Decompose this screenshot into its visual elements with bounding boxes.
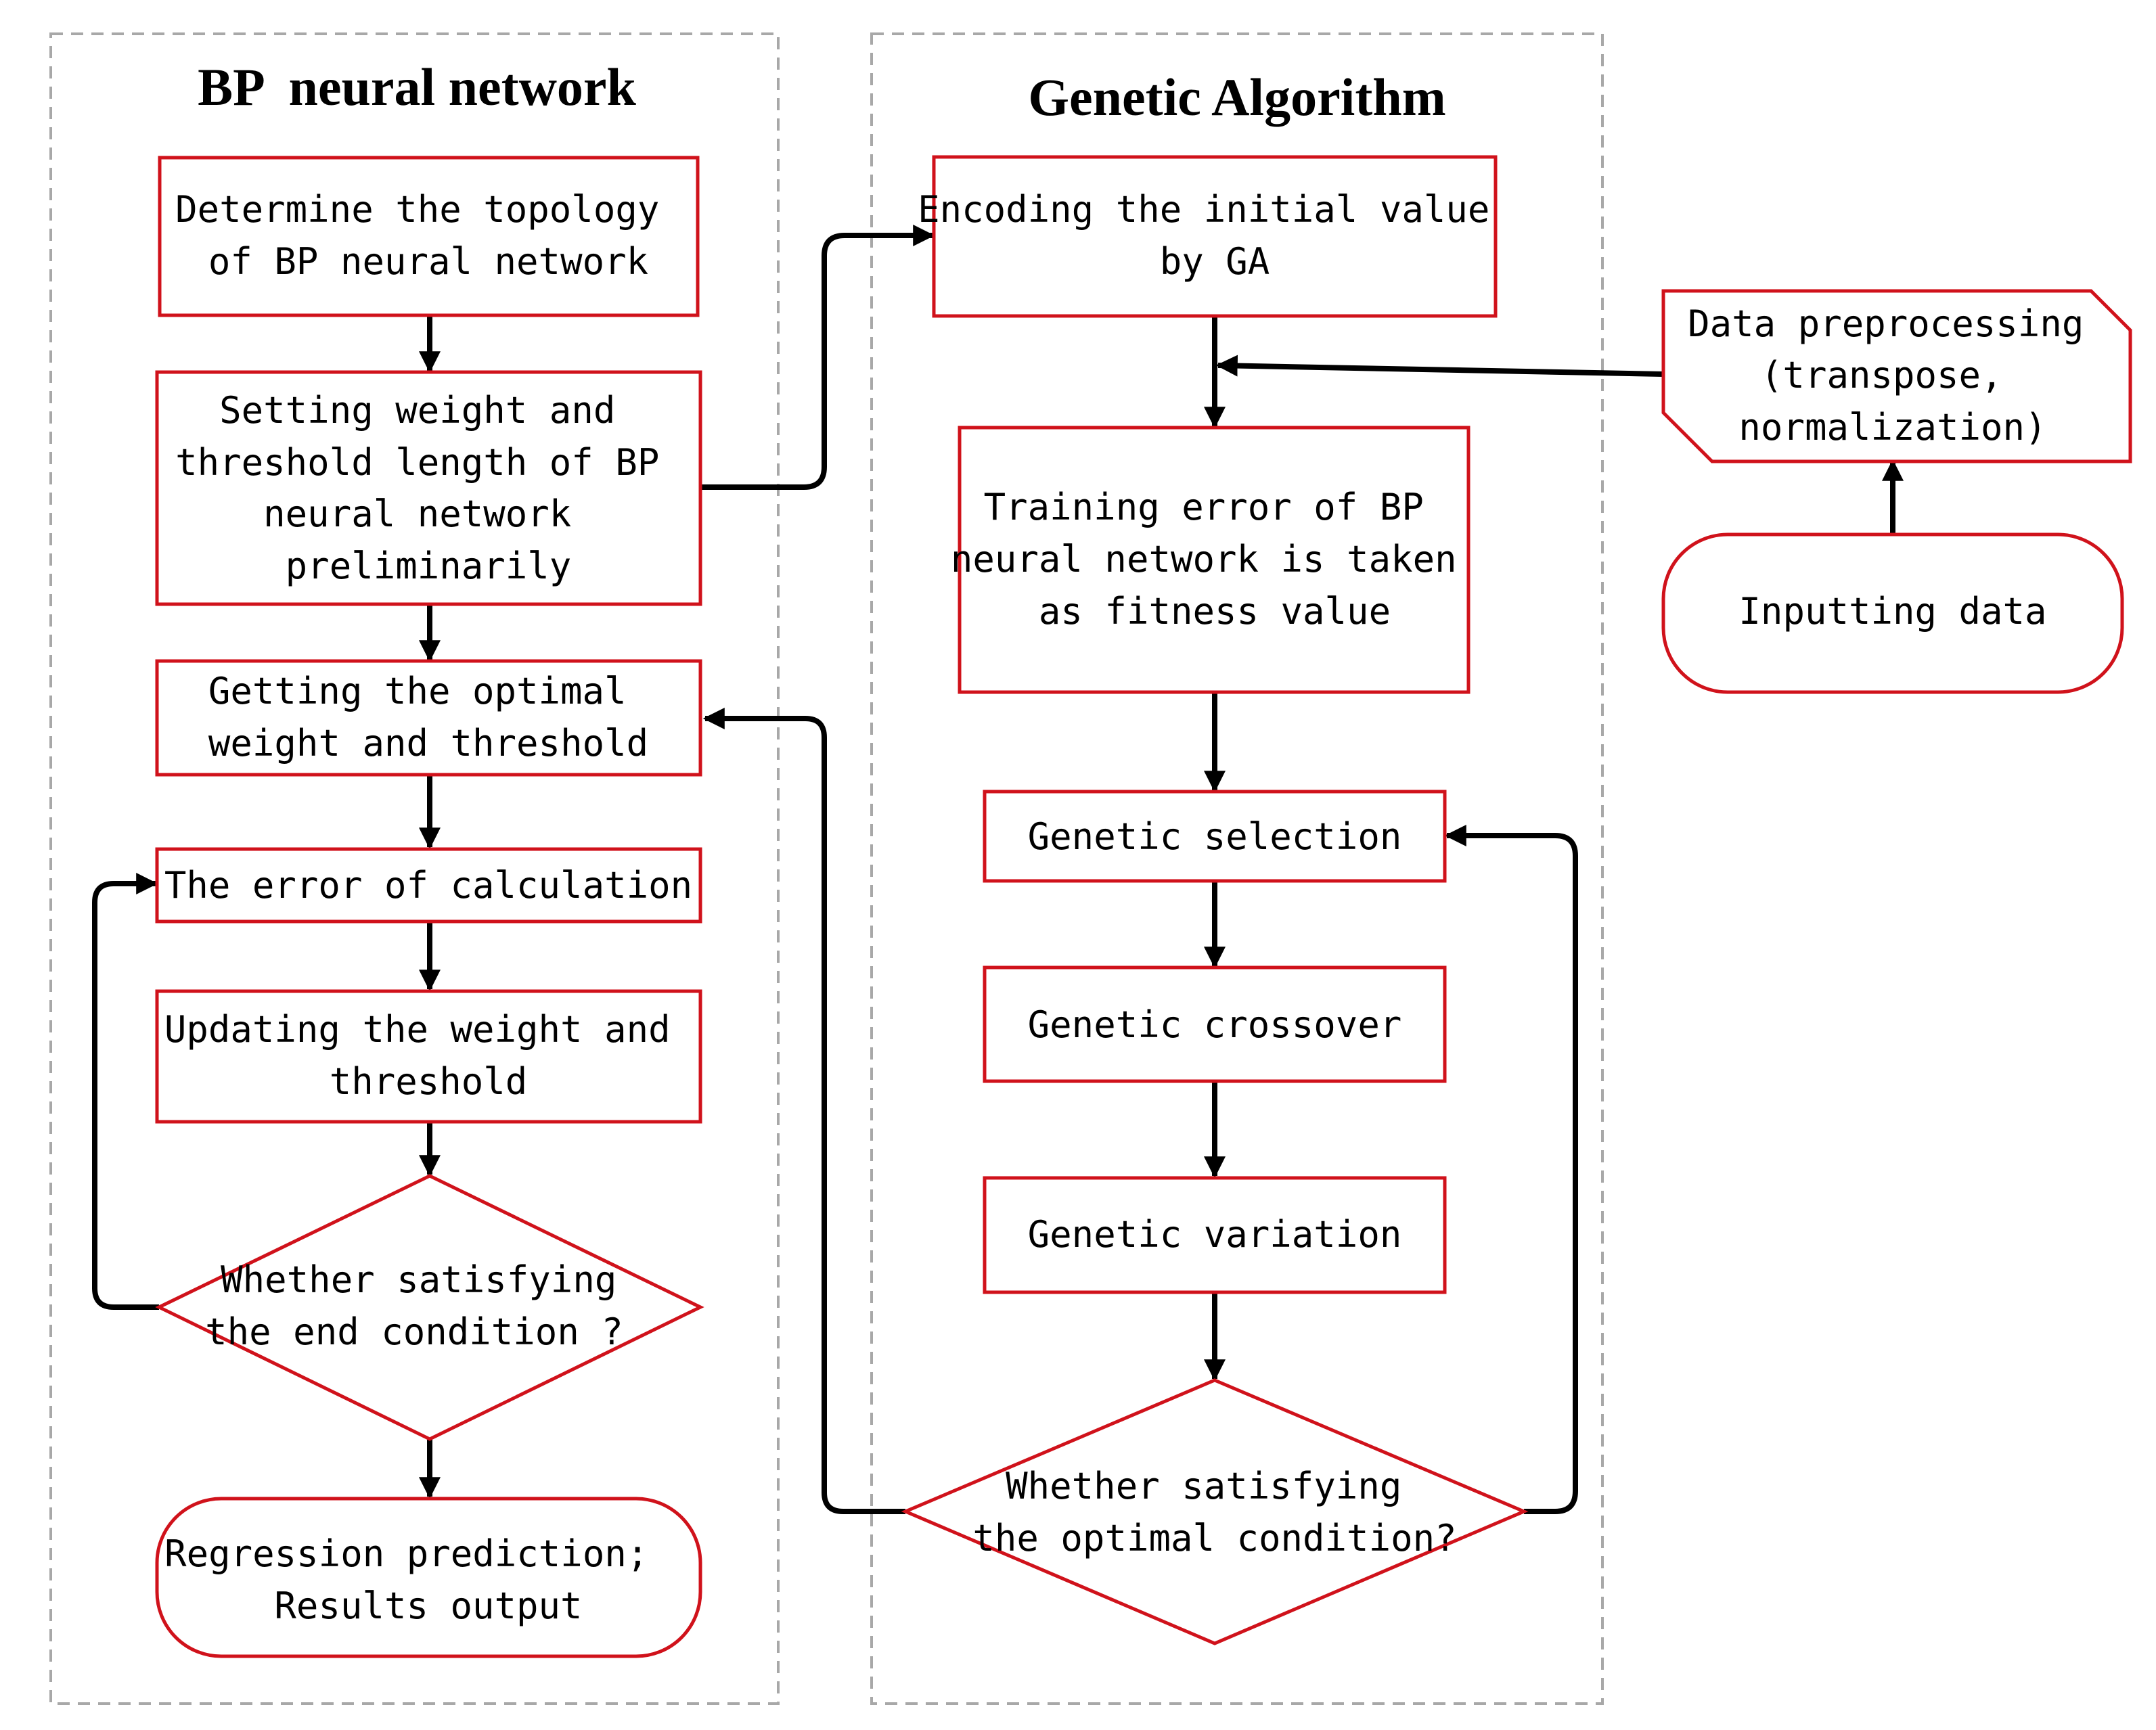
node-optimal-line-1: Getting the optimal bbox=[208, 670, 627, 712]
node-preprocessing: Data preprocessing (transpose, normaliza… bbox=[1661, 289, 2132, 463]
node-error-box bbox=[155, 847, 702, 924]
node-output: Regression prediction; Results output bbox=[155, 1497, 702, 1658]
node-output-line-1: Regression prediction; bbox=[164, 1532, 648, 1575]
node-output-line-2: Results output bbox=[274, 1585, 582, 1627]
node-input-box bbox=[1661, 532, 2124, 694]
node-setting-line-1: Setting weight and bbox=[219, 389, 615, 432]
node-selection-line-1: Genetic selection bbox=[1028, 815, 1402, 858]
link-ga-decision-to-optimal bbox=[702, 708, 905, 1514]
bp-panel bbox=[49, 32, 780, 1705]
node-topology-line-2: of BP neural network bbox=[208, 240, 648, 283]
node-optimal-decision-text: Whether satisfying the optimal condition… bbox=[972, 1465, 1456, 1560]
node-setting-line-2: threshold length of BP bbox=[175, 441, 659, 484]
node-selection-text: Genetic selection bbox=[1028, 815, 1402, 858]
node-variation-line-1: Genetic variation bbox=[1028, 1213, 1402, 1256]
node-topology-line-1: Determine the topology bbox=[175, 188, 659, 231]
node-setting-line-4: preliminarily bbox=[286, 545, 572, 587]
connectors bbox=[92, 225, 1904, 1514]
node-optimal-text: Getting the optimal weight and threshold bbox=[208, 670, 648, 765]
node-crossover-line-1: Genetic crossover bbox=[1028, 1003, 1402, 1046]
node-error: The error of calculation bbox=[155, 847, 702, 924]
node-variation: Genetic variation bbox=[983, 1176, 1447, 1294]
node-end-decision-diamond bbox=[155, 1174, 704, 1441]
node-training-box bbox=[958, 426, 1470, 694]
node-optimal-decision: Whether satisfying the optimal condition… bbox=[901, 1378, 1529, 1645]
node-variation-box bbox=[983, 1176, 1447, 1294]
node-crossover-text: Genetic crossover bbox=[1028, 1003, 1402, 1046]
ga-panel-title: Genetic Algorithm bbox=[1028, 68, 1445, 127]
node-output-text: Regression prediction; Results output bbox=[164, 1532, 671, 1627]
node-topology: Determine the topology of BP neural netw… bbox=[158, 156, 700, 317]
link-setting-to-encoding bbox=[700, 225, 935, 490]
node-preprocessing-line-2: (transpose, bbox=[1761, 354, 2003, 396]
node-updating-text: Updating the weight and threshold bbox=[164, 1008, 692, 1103]
node-optimal-decision-line-1: Whether satisfying bbox=[1006, 1465, 1401, 1507]
node-setting: Setting weight and threshold length of B… bbox=[155, 370, 702, 606]
node-setting-line-3: neural network bbox=[263, 493, 571, 535]
node-training-line-3: as fitness value bbox=[1039, 590, 1391, 633]
node-preprocessing-shape bbox=[1661, 289, 2132, 463]
node-updating-box bbox=[155, 989, 702, 1124]
node-optimal: Getting the optimal weight and threshold bbox=[155, 659, 702, 777]
node-setting-box bbox=[155, 370, 702, 606]
node-end-decision-line-2: the end condition ? bbox=[205, 1311, 623, 1353]
node-updating-line-2: threshold bbox=[330, 1060, 528, 1103]
node-optimal-box bbox=[155, 659, 702, 777]
bp-panel-title: BP neural network bbox=[198, 58, 636, 116]
node-encoding: Encoding the initial value by GA bbox=[918, 155, 1512, 318]
node-error-text: The error of calculation bbox=[164, 864, 692, 907]
node-end-decision-line-1: Whether satisfying bbox=[221, 1258, 616, 1301]
node-preprocessing-line-1: Data preprocessing bbox=[1688, 302, 2084, 345]
node-topology-text: Determine the topology of BP neural netw… bbox=[175, 188, 681, 283]
node-training-line-2: neural network is taken bbox=[951, 538, 1457, 581]
node-optimal-decision-line-2: the optimal condition? bbox=[972, 1517, 1456, 1560]
arrow-preprocessing-to-ga bbox=[1215, 355, 1664, 377]
node-optimal-line-2: weight and threshold bbox=[208, 722, 648, 765]
node-input-text: Inputting data bbox=[1738, 590, 2046, 633]
node-end-decision-text: Whether satisfying the end condition ? bbox=[205, 1258, 639, 1353]
node-training-line-1: Training error of BP bbox=[984, 486, 1424, 528]
node-selection: Genetic selection bbox=[983, 790, 1447, 883]
node-encoding-box bbox=[932, 155, 1498, 318]
node-preprocessing-line-3: normalization) bbox=[1738, 406, 2046, 449]
node-encoding-text: Encoding the initial value by GA bbox=[918, 188, 1512, 283]
node-topology-box bbox=[158, 156, 700, 317]
node-end-decision: Whether satisfying the end condition ? bbox=[155, 1174, 704, 1441]
node-preprocessing-text: Data preprocessing (transpose, normaliza… bbox=[1688, 302, 2106, 449]
node-variation-text: Genetic variation bbox=[1028, 1213, 1402, 1256]
node-crossover: Genetic crossover bbox=[983, 965, 1447, 1083]
node-encoding-line-2: by GA bbox=[1160, 240, 1270, 283]
node-input: Inputting data bbox=[1661, 532, 2124, 694]
node-output-box bbox=[155, 1497, 702, 1658]
node-selection-box bbox=[983, 790, 1447, 883]
node-encoding-line-1: Encoding the initial value bbox=[918, 188, 1489, 231]
node-setting-text: Setting weight and threshold length of B… bbox=[175, 389, 681, 587]
node-updating: Updating the weight and threshold bbox=[155, 989, 702, 1124]
loop-ga-decision-to-selection bbox=[1444, 825, 1578, 1514]
node-training-text: Training error of BP neural network is t… bbox=[951, 486, 1479, 633]
loop-decision-to-error bbox=[92, 873, 159, 1310]
node-error-line-1: The error of calculation bbox=[164, 864, 692, 907]
node-optimal-decision-diamond bbox=[901, 1378, 1529, 1645]
node-input-line-1: Inputting data bbox=[1738, 590, 2046, 633]
node-training: Training error of BP neural network is t… bbox=[951, 426, 1479, 694]
ga-panel bbox=[870, 32, 1604, 1705]
node-updating-line-1: Updating the weight and bbox=[164, 1008, 671, 1051]
node-crossover-box bbox=[983, 965, 1447, 1083]
